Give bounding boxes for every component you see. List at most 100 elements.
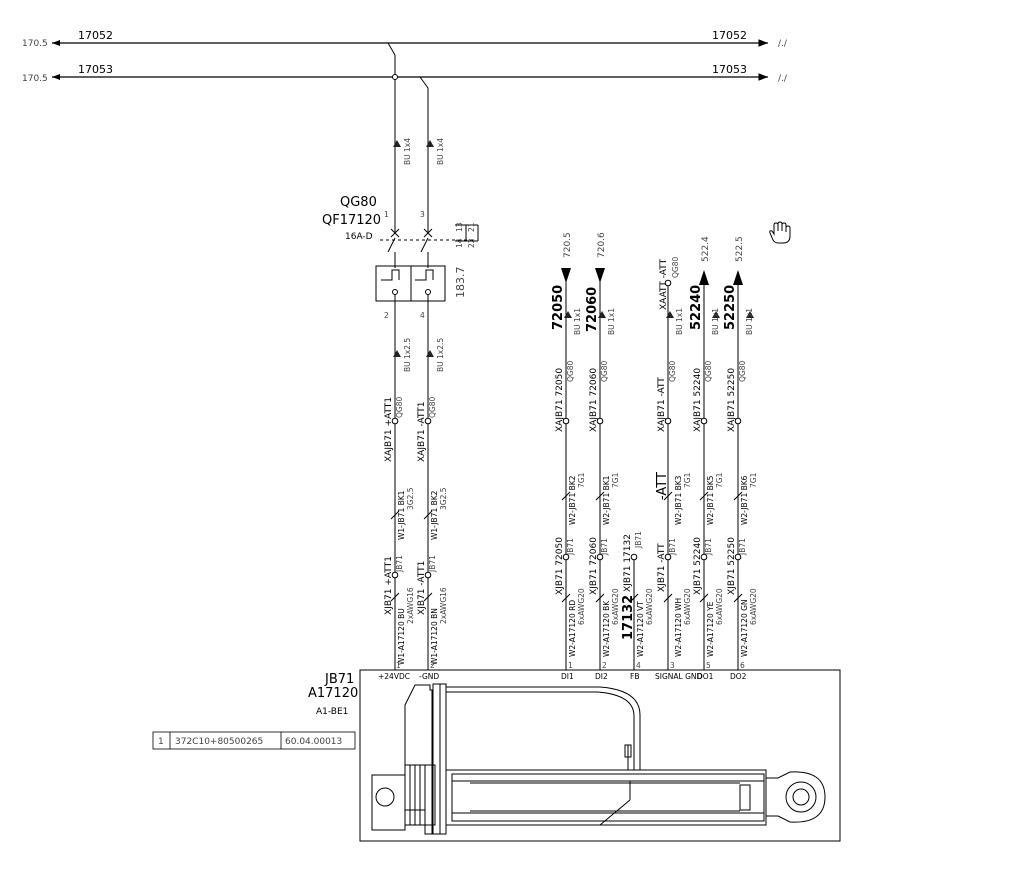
svg-text:72050: 72050: [551, 285, 566, 330]
svg-text:W2-JB71 BK5: W2-JB71 BK5: [706, 475, 715, 525]
svg-text:52250: 52250: [723, 285, 738, 330]
svg-text:6xAWG20: 6xAWG20: [577, 588, 586, 625]
svg-text:XAJB71 +ATT1: XAJB71 +ATT1: [384, 397, 394, 462]
svg-text:XJB71 52240: XJB71 52240: [693, 537, 703, 595]
svg-text:BU 1x1: BU 1x1: [573, 308, 582, 335]
signal-wire-DO1[interactable]: 522.4 52240 BU 1x1 XAJB71 52240 QG80 W2-…: [689, 236, 724, 681]
svg-text:72060: 72060: [585, 287, 600, 332]
rail-label-left: 17053: [78, 63, 113, 76]
signal-wire-DI2[interactable]: 720.6 72060 BU 1x1 XAJB71 72060 QG80 W2-…: [585, 232, 620, 681]
svg-text:XAJB71 52240: XAJB71 52240: [693, 368, 703, 432]
svg-text:1: 1: [384, 210, 389, 219]
svg-text:6: 6: [740, 661, 745, 670]
circuit-breaker-QF17120[interactable]: QG80 QF17120 16A-D 1 3: [322, 195, 479, 320]
svg-text:7G1: 7G1: [715, 472, 724, 488]
svg-text:W2-A17120 BK: W2-A17120 BK: [602, 600, 611, 657]
svg-text:XJB71 17132: XJB71 17132: [623, 534, 633, 592]
svg-text:QG80: QG80: [395, 397, 404, 418]
signal-wire-GND[interactable]: XAATT -ATT QG80 BU 1x1 XAJB71 -ATT QG80 …: [655, 257, 703, 681]
signal-wire-DO2[interactable]: 522.5 52250 BU 1x1 XAJB71 52250 QG80 W2-…: [723, 236, 758, 681]
svg-text:3G2.5: 3G2.5: [406, 487, 415, 510]
svg-text:7G1: 7G1: [683, 472, 692, 488]
svg-text:XJB71 +ATT1: XJB71 +ATT1: [384, 556, 394, 615]
svg-text:SIGNAL GND: SIGNAL GND: [655, 672, 703, 681]
svg-text:QG80: QG80: [566, 361, 575, 382]
svg-text:4: 4: [636, 661, 641, 670]
svg-text:22: 22: [467, 238, 476, 248]
svg-text:JB71: JB71: [634, 531, 643, 549]
svg-text:A17120: A17120: [308, 686, 358, 701]
svg-text:372C10+80500265: 372C10+80500265: [175, 737, 263, 747]
part-list-table[interactable]: 1 372C10+80500265 60.04.00013: [152, 731, 356, 750]
breaker-name1: QG80: [340, 195, 377, 210]
power-wires-bottom: [390, 295, 433, 670]
svg-text:6xAWG20: 6xAWG20: [645, 588, 654, 625]
svg-text:JB71: JB71: [668, 538, 677, 556]
svg-text:QG80: QG80: [671, 257, 680, 278]
wire-cable-label-top: BU 1x4 BU 1x4: [393, 138, 445, 165]
linear-actuator-icon: [371, 683, 826, 835]
svg-text:XAJB71 72060: XAJB71 72060: [589, 368, 599, 432]
rail-right-ref: /./: [778, 74, 788, 84]
breaker-rating: 16A-D: [345, 232, 373, 242]
svg-text:BU 1x1: BU 1x1: [607, 308, 616, 335]
svg-text:2: 2: [430, 661, 435, 670]
svg-text:W1-A17120 BN: W1-A17120 BN: [430, 608, 439, 665]
svg-text:13: 13: [455, 222, 464, 232]
svg-text:3: 3: [420, 210, 425, 219]
rail-left-ref: 170.5: [22, 39, 48, 49]
svg-text:XAJB71 -ATT1: XAJB71 -ATT1: [417, 401, 427, 462]
svg-text:W2-A17120 RD: W2-A17120 RD: [568, 600, 577, 657]
svg-text:W2-JB71 BK6: W2-JB71 BK6: [740, 475, 749, 525]
rail-17052[interactable]: 170.5 17052 17052 /./: [22, 29, 788, 49]
svg-text:W2-JB71 BK3: W2-JB71 BK3: [674, 475, 683, 525]
svg-text:3: 3: [670, 661, 675, 670]
rail-label-left: 17052: [78, 29, 113, 42]
svg-text:XAJB71 72050: XAJB71 72050: [555, 368, 565, 432]
svg-text:2xAWG16: 2xAWG16: [406, 587, 415, 624]
svg-text:W2-A17120 WH: W2-A17120 WH: [674, 598, 683, 657]
svg-text:BU 1x4: BU 1x4: [436, 138, 445, 165]
svg-text:JB71: JB71: [395, 555, 404, 573]
svg-text:W2-A17120 YE: W2-A17120 YE: [706, 601, 715, 657]
svg-text:DO1: DO1: [697, 672, 714, 681]
svg-text:W1-JB71 BK2: W1-JB71 BK2: [430, 490, 439, 540]
rail-17053[interactable]: 170.5 17053 17053 /./: [22, 63, 788, 84]
svg-text:W1-JB71 BK1: W1-JB71 BK1: [397, 490, 406, 540]
rail-right-ref: /./: [778, 39, 788, 49]
device-label: JB71 A17120 A1-BE1: [308, 672, 358, 717]
svg-text:21: 21: [467, 222, 476, 232]
svg-text:522.4: 522.4: [701, 236, 711, 262]
signal-wire-DI1[interactable]: 720.5 72050 BU 1x1 XAJB71 72050 QG80 W2-…: [551, 232, 586, 681]
att-top-label: XAATT -ATT: [659, 258, 669, 310]
svg-text:XJB71 52250: XJB71 52250: [727, 537, 737, 595]
rail-label-right: 17053: [712, 63, 747, 76]
signal-wire-FB[interactable]: 17132 XJB71 17132 JB71 W2-A17120 VT 6xAW…: [621, 531, 654, 681]
svg-text:A1-BE1: A1-BE1: [316, 707, 348, 717]
svg-text:2: 2: [602, 661, 607, 670]
svg-text:BU 1x4: BU 1x4: [403, 138, 412, 165]
left-terminal-minus[interactable]: XAJB71 -ATT1 QG80 W1-JB71 BK2 3G2.5 XJB7…: [417, 397, 448, 681]
svg-text:6xAWG20: 6xAWG20: [715, 588, 724, 625]
svg-text:FB: FB: [630, 672, 639, 681]
svg-text:XJB71 72060: XJB71 72060: [589, 537, 599, 595]
svg-text:QG80: QG80: [704, 361, 713, 382]
svg-text:5: 5: [706, 661, 711, 670]
svg-text:7G1: 7G1: [577, 472, 586, 488]
svg-text:JB71: JB71: [738, 538, 747, 556]
svg-text:BU 1x1: BU 1x1: [745, 308, 754, 335]
svg-text:720.6: 720.6: [597, 232, 607, 258]
svg-text:3G2.5: 3G2.5: [439, 487, 448, 510]
svg-text:W2-A17120 VT: W2-A17120 VT: [636, 601, 645, 657]
device-box-actuator[interactable]: [359, 669, 841, 842]
svg-text:17132: 17132: [621, 595, 636, 640]
svg-text:XAJB71 52250: XAJB71 52250: [727, 368, 737, 432]
svg-text:7G1: 7G1: [749, 472, 758, 488]
svg-text:QG80: QG80: [428, 397, 437, 418]
left-terminal-plus[interactable]: XAJB71 +ATT1 QG80 W1-JB71 BK1 3G2.5 XJB7…: [378, 397, 415, 681]
svg-text:6xAWG20: 6xAWG20: [749, 588, 758, 625]
svg-text:JB71: JB71: [324, 672, 354, 687]
rail-label-right: 17052: [712, 29, 747, 42]
svg-text:BU 1x1: BU 1x1: [711, 308, 720, 335]
att-mid-label: -ATT: [655, 472, 670, 500]
